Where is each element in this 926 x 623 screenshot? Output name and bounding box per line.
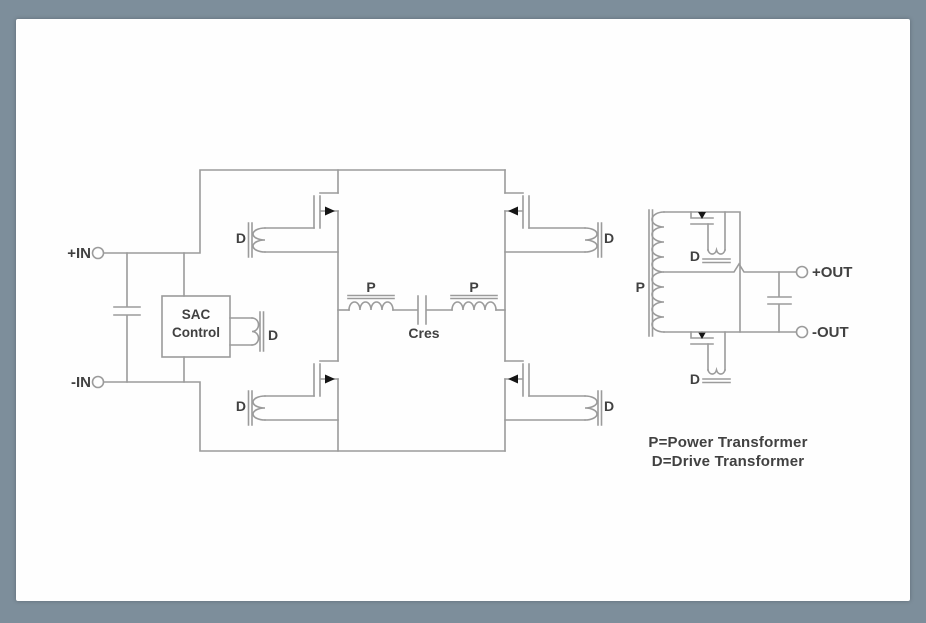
sac-converter-schematic: +IN -IN +OUT -OUT SAC Control D D D D D … <box>67 169 852 470</box>
output-rails <box>663 262 809 339</box>
in-pos-terminal <box>91 246 105 260</box>
resonant-tank <box>337 294 506 325</box>
legend-drive-transformer: D=Drive Transformer <box>652 453 805 470</box>
label-drive-bottom-left: D <box>236 398 246 414</box>
label-in-neg: -IN <box>71 374 91 391</box>
label-power-primary-right: P <box>469 279 478 295</box>
pos-output-rail <box>663 262 797 273</box>
sac-control-text-line1: SAC <box>182 307 211 322</box>
output-transformer <box>648 209 665 337</box>
sac-control-text-line2: Control <box>172 325 220 340</box>
label-drive-bottom-right: D <box>604 398 614 414</box>
label-in-pos: +IN <box>67 245 91 262</box>
label-drive-top-right: D <box>604 230 614 246</box>
sac-control-box <box>161 295 231 358</box>
label-drive-top-left: D <box>236 230 246 246</box>
bridge-right-leg <box>504 169 603 452</box>
output-rectifier-bottom <box>690 331 731 384</box>
output-rectifier-top <box>663 211 741 333</box>
in-neg-terminal <box>91 375 105 389</box>
out-pos-terminal <box>795 265 809 279</box>
power-transformer-primary-left <box>347 294 395 311</box>
power-transformer-primary-right <box>450 294 498 311</box>
input-rails <box>91 169 506 452</box>
label-out-neg: -OUT <box>812 324 849 341</box>
drive-transformer-top-right <box>584 222 603 258</box>
sac-control-block <box>161 252 265 383</box>
mosfet-top-left <box>313 192 339 229</box>
label-drive-sac: D <box>268 327 278 343</box>
label-out-pos: +OUT <box>812 264 852 281</box>
out-neg-terminal <box>795 325 809 339</box>
drive-transformer-bottom-right <box>584 390 603 426</box>
legend-power-transformer: P=Power Transformer <box>648 434 807 451</box>
label-power-primary-left: P <box>366 279 375 295</box>
mosfet-bottom-left <box>313 360 339 397</box>
schematic-canvas: +IN -IN +OUT -OUT SAC Control D D D D D … <box>16 19 910 601</box>
pos-input-rail <box>103 169 506 254</box>
output-capacitor <box>767 271 792 333</box>
label-cres: Cres <box>408 325 439 341</box>
drive-transformer-top-left <box>247 222 266 258</box>
bridge-left-leg <box>247 169 339 452</box>
label-power-secondary: P <box>636 279 645 295</box>
mosfet-top-right <box>504 192 530 229</box>
sac-drive-transformer <box>251 311 265 352</box>
input-capacitor <box>113 252 141 383</box>
label-drive-out-bottom: D <box>690 371 700 387</box>
mosfet-bottom-right <box>504 360 530 397</box>
drive-transformer-bottom-left <box>247 390 266 426</box>
neg-input-rail <box>103 381 506 452</box>
label-drive-out-top: D <box>690 248 700 264</box>
